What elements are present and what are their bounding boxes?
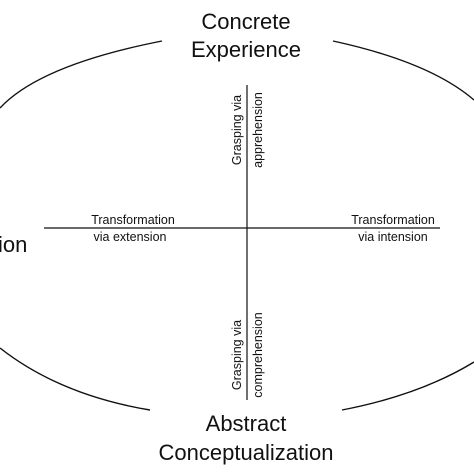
axis-label-right-line2: via intension <box>358 230 428 244</box>
axis-label-vertical-top: Grasping via apprehension <box>230 92 265 168</box>
cycle-arc-bottom-right <box>341 361 474 411</box>
cycle-arc-top-left <box>0 40 163 109</box>
pole-bottom-line2: Conceptualization <box>159 440 334 465</box>
axis-label-left-line2: via extension <box>94 230 167 244</box>
axis-label-vertical-top-line2: apprehension <box>251 92 265 168</box>
pole-top-line1: Concrete <box>201 9 290 34</box>
pole-left-partial: ion <box>0 232 27 257</box>
axis-label-vertical-bottom: Grasping via comprehension <box>230 312 265 398</box>
cycle-arc-top-right <box>332 40 474 101</box>
axis-label-left-line1: Transformation <box>91 213 175 227</box>
axis-label-right-line1: Transformation <box>351 213 435 227</box>
axis-label-vertical-top-line1: Grasping via <box>230 95 244 165</box>
pole-top-line2: Experience <box>191 37 301 62</box>
axis-label-vertical-bottom-line2: comprehension <box>251 312 265 398</box>
cycle-arc-bottom-left <box>0 347 151 411</box>
pole-bottom-line1: Abstract <box>206 411 287 436</box>
axis-label-vertical-bottom-line1: Grasping via <box>230 320 244 390</box>
